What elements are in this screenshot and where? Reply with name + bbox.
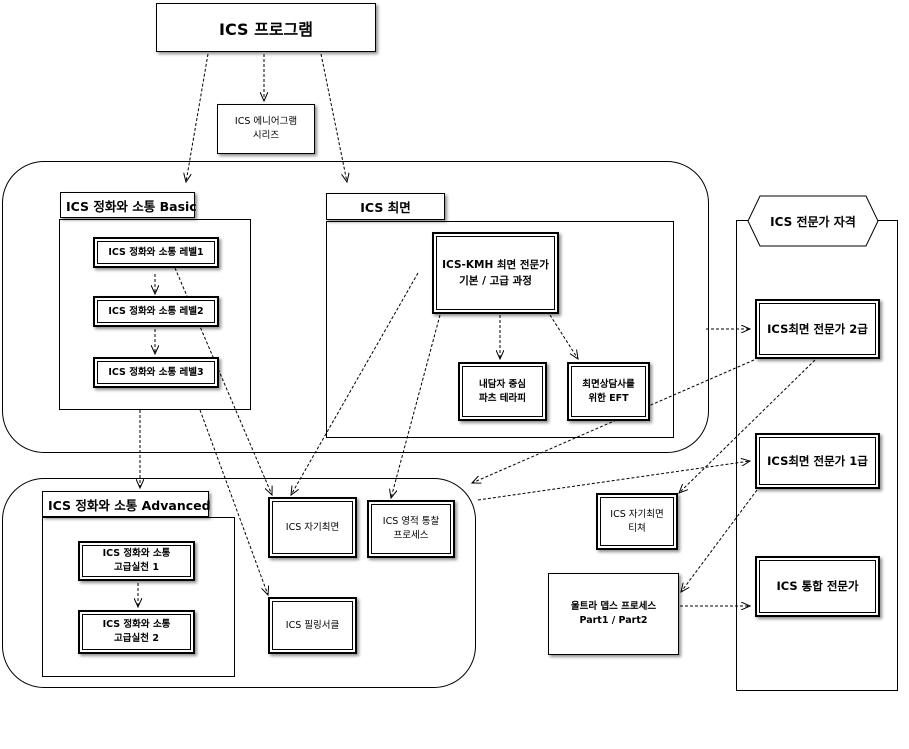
ics-program-label: ICS 프로그램: [219, 19, 313, 39]
basic-header-label: ICS 정화와 소통 Basic: [66, 198, 197, 214]
integrated-label: ICS 통합 전문가: [776, 579, 859, 593]
advanced-practice1-node: ICS 정화와 소통 고급실천 1: [78, 541, 195, 581]
spiritual-insight-node: ICS 영적 통찰 프로세스: [367, 500, 455, 558]
feeling-circle-node: ICS 필링서클: [268, 597, 357, 654]
ultra-line-1: 울트라 뎁스 프로세스: [570, 601, 657, 612]
basic-level1-node: ICS 정화와 소통 레벨1: [93, 237, 219, 268]
enneagram-line-1: ICS 에니어그램: [234, 116, 298, 127]
hypnosis-header-label: ICS 최면: [360, 200, 411, 215]
basic-level2-node: ICS 정화와 소통 레벨2: [93, 296, 219, 327]
teacher-line-2: 티쳐: [628, 522, 646, 534]
basic-level2-label: ICS 정화와 소통 레벨2: [108, 305, 204, 317]
parts-line-2: 파츠 테라피: [478, 392, 526, 404]
integrated-expert-node: ICS 통합 전문가: [755, 556, 880, 617]
ics-program-node: ICS 프로그램: [156, 3, 376, 52]
self-hypnosis-node: ICS 자기최면: [268, 497, 357, 558]
kmh-node: ICS-KMH 최면 전문가 기본 / 고급 과정: [432, 232, 559, 314]
grade2-label: ICS최면 전문가 2급: [767, 321, 868, 336]
adv1-line-2: 고급실천 1: [114, 562, 159, 573]
self-hypnosis-label: ICS 자기최면: [285, 521, 340, 533]
certification-header-label: ICS 전문가 자격: [770, 214, 856, 229]
eft-line-1: 최면상담사를: [582, 378, 635, 390]
feeling-circle-label: ICS 필링서클: [285, 619, 340, 631]
adv1-line-1: ICS 정화와 소통: [102, 548, 171, 559]
grade2-node: ICS최면 전문가 2급: [755, 299, 880, 359]
ultra-depth-node: 울트라 뎁스 프로세스 Part1 / Part2: [548, 573, 679, 655]
spiritual-line-1: ICS 영적 통찰: [382, 516, 440, 527]
eft-line-2: 위한 EFT: [588, 392, 629, 404]
basic-header: ICS 정화와 소통 Basic: [60, 192, 197, 218]
spiritual-line-2: 프로세스: [393, 530, 429, 541]
adv2-line-1: ICS 정화와 소통: [102, 619, 171, 630]
advanced-header: ICS 정화와 소통 Advanced: [42, 491, 211, 517]
hypnosis-header: ICS 최면: [326, 193, 445, 220]
self-hypnosis-teacher-node: ICS 자기최면 티쳐: [596, 493, 678, 550]
adv2-line-2: 고급실천 2: [114, 633, 159, 644]
basic-level3-label: ICS 정화와 소통 레벨3: [108, 366, 204, 378]
basic-level3-node: ICS 정화와 소통 레벨3: [93, 357, 219, 388]
advanced-header-label: ICS 정화와 소통 Advanced: [48, 497, 211, 513]
kmh-line-2: 기본 / 고급 과정: [459, 275, 532, 287]
basic-level1-label: ICS 정화와 소통 레벨1: [108, 246, 204, 258]
teacher-line-1: ICS 자기최면: [610, 508, 664, 520]
parts-therapy-node: 내담자 중심 파츠 테라피: [458, 362, 547, 421]
ultra-line-2: Part1 / Part2: [579, 615, 648, 626]
certification-header: ICS 전문가 자격: [748, 196, 878, 246]
kmh-line-1: ICS-KMH 최면 전문가: [442, 259, 549, 271]
parts-line-1: 내담자 중심: [478, 378, 526, 390]
advanced-practice2-node: ICS 정화와 소통 고급실천 2: [78, 610, 195, 654]
eft-node: 최면상담사를 위한 EFT: [567, 362, 650, 421]
grade1-node: ICS최면 전문가 1급: [755, 433, 880, 489]
enneagram-line-2: 시리즈: [252, 130, 280, 141]
enneagram-node: ICS 에니어그램 시리즈: [217, 104, 315, 154]
grade1-label: ICS최면 전문가 1급: [767, 453, 868, 468]
